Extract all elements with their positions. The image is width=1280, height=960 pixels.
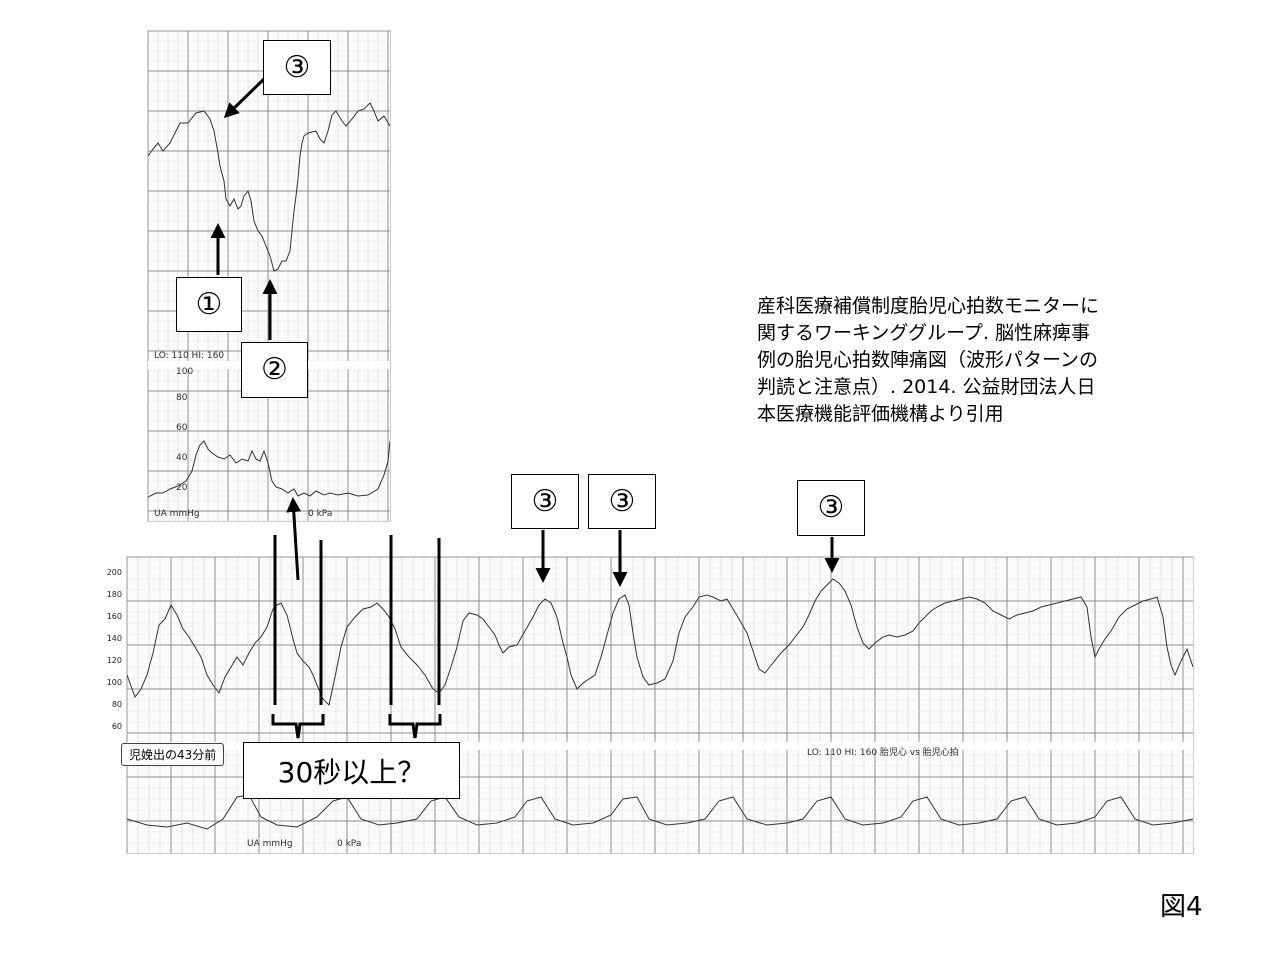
arrow-circle3-inset (223, 76, 267, 119)
main-fhr-trace (127, 578, 1193, 707)
citation-text: 産科医療補償制度胎児心拍数モニターに 関するワーキンググループ. 脳性麻痺事 例… (757, 295, 1100, 425)
delivery-time-tag: 児娩出の43分前 (121, 743, 225, 766)
fhr-tick-200: 200 (106, 568, 122, 577)
fhr-tick-120: 120 (106, 656, 122, 665)
main-divider (127, 742, 1193, 750)
main-ctg-svg (127, 557, 1193, 853)
label-circle3-c: ③ (797, 480, 865, 536)
fhr-tick-80: 80 (111, 700, 122, 709)
main-grid (127, 557, 1193, 853)
fhr-tick-60: 60 (111, 722, 122, 731)
main-header-caption: LO: 110 HI: 160 胎児心 vs 胎児心拍 (807, 748, 959, 758)
bracket-2 (388, 714, 442, 739)
inset-fhr-trace (148, 102, 390, 272)
arrow-main-to-inset (286, 497, 302, 581)
fhr-tick-140: 140 (106, 634, 122, 643)
main-ua-trace (127, 794, 1193, 830)
label-circle3-b: ③ (588, 474, 656, 529)
inset-ua-tick-100: 100 (176, 367, 194, 377)
inset-ua-tick-80: 80 (176, 393, 188, 403)
main-ua-caption: UA mmHg (247, 839, 293, 849)
inset-ua-tick-60: 60 (176, 423, 188, 433)
main-kpa-caption: 0 kPa (337, 839, 362, 849)
figure-number: 図4 (1160, 892, 1203, 922)
label-circle1: ① (176, 277, 242, 332)
label-circle3-inset: ③ (263, 40, 331, 95)
main-ctg-strip: LO: 110 HI: 160 胎児心 vs 胎児心拍 UA mmHg 0 kP… (126, 556, 1194, 854)
label-circle3-a: ③ (511, 474, 579, 529)
bracket-1 (271, 714, 325, 739)
inset-kpa-caption: 0 kPa (308, 509, 333, 519)
label-circle2: ② (241, 342, 308, 398)
inset-ua-caption: UA mmHg (154, 509, 200, 519)
inset-ua-trace (148, 440, 390, 498)
inset-header-caption: LO: 110 HI: 160 (154, 351, 225, 361)
inset-ua-tick-20: 20 (176, 483, 188, 493)
inset-ua-tick-40: 40 (176, 453, 188, 463)
fhr-tick-180: 180 (106, 590, 122, 599)
fhr-tick-160: 160 (106, 612, 122, 621)
duration-question-box: 30秒以上？ (243, 742, 460, 799)
fhr-tick-100: 100 (106, 678, 122, 687)
